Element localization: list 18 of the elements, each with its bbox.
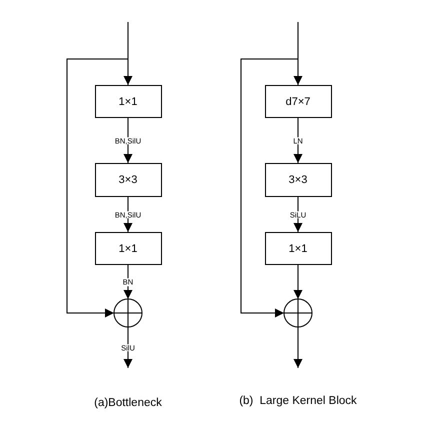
arrow	[294, 264, 302, 300]
arrow	[124, 118, 132, 164]
arrow	[124, 326, 132, 368]
arrow	[294, 118, 302, 164]
layer-box: 1×1	[94, 85, 162, 118]
arrow	[240, 58, 298, 318]
arrow	[294, 326, 302, 368]
layer-box: 3×3	[94, 163, 162, 197]
arrow	[66, 58, 128, 318]
arrow	[124, 22, 132, 86]
layer-box: 3×3	[264, 163, 332, 197]
layer-box: 1×1	[94, 232, 162, 265]
arrow	[294, 196, 302, 232]
caption: (a)Bottleneck	[94, 397, 162, 409]
caption: (b) Large Kernel Block	[239, 395, 357, 407]
layer-box: d7×7	[264, 85, 332, 118]
layer-box: 1×1	[264, 232, 332, 265]
arrow	[294, 22, 302, 86]
